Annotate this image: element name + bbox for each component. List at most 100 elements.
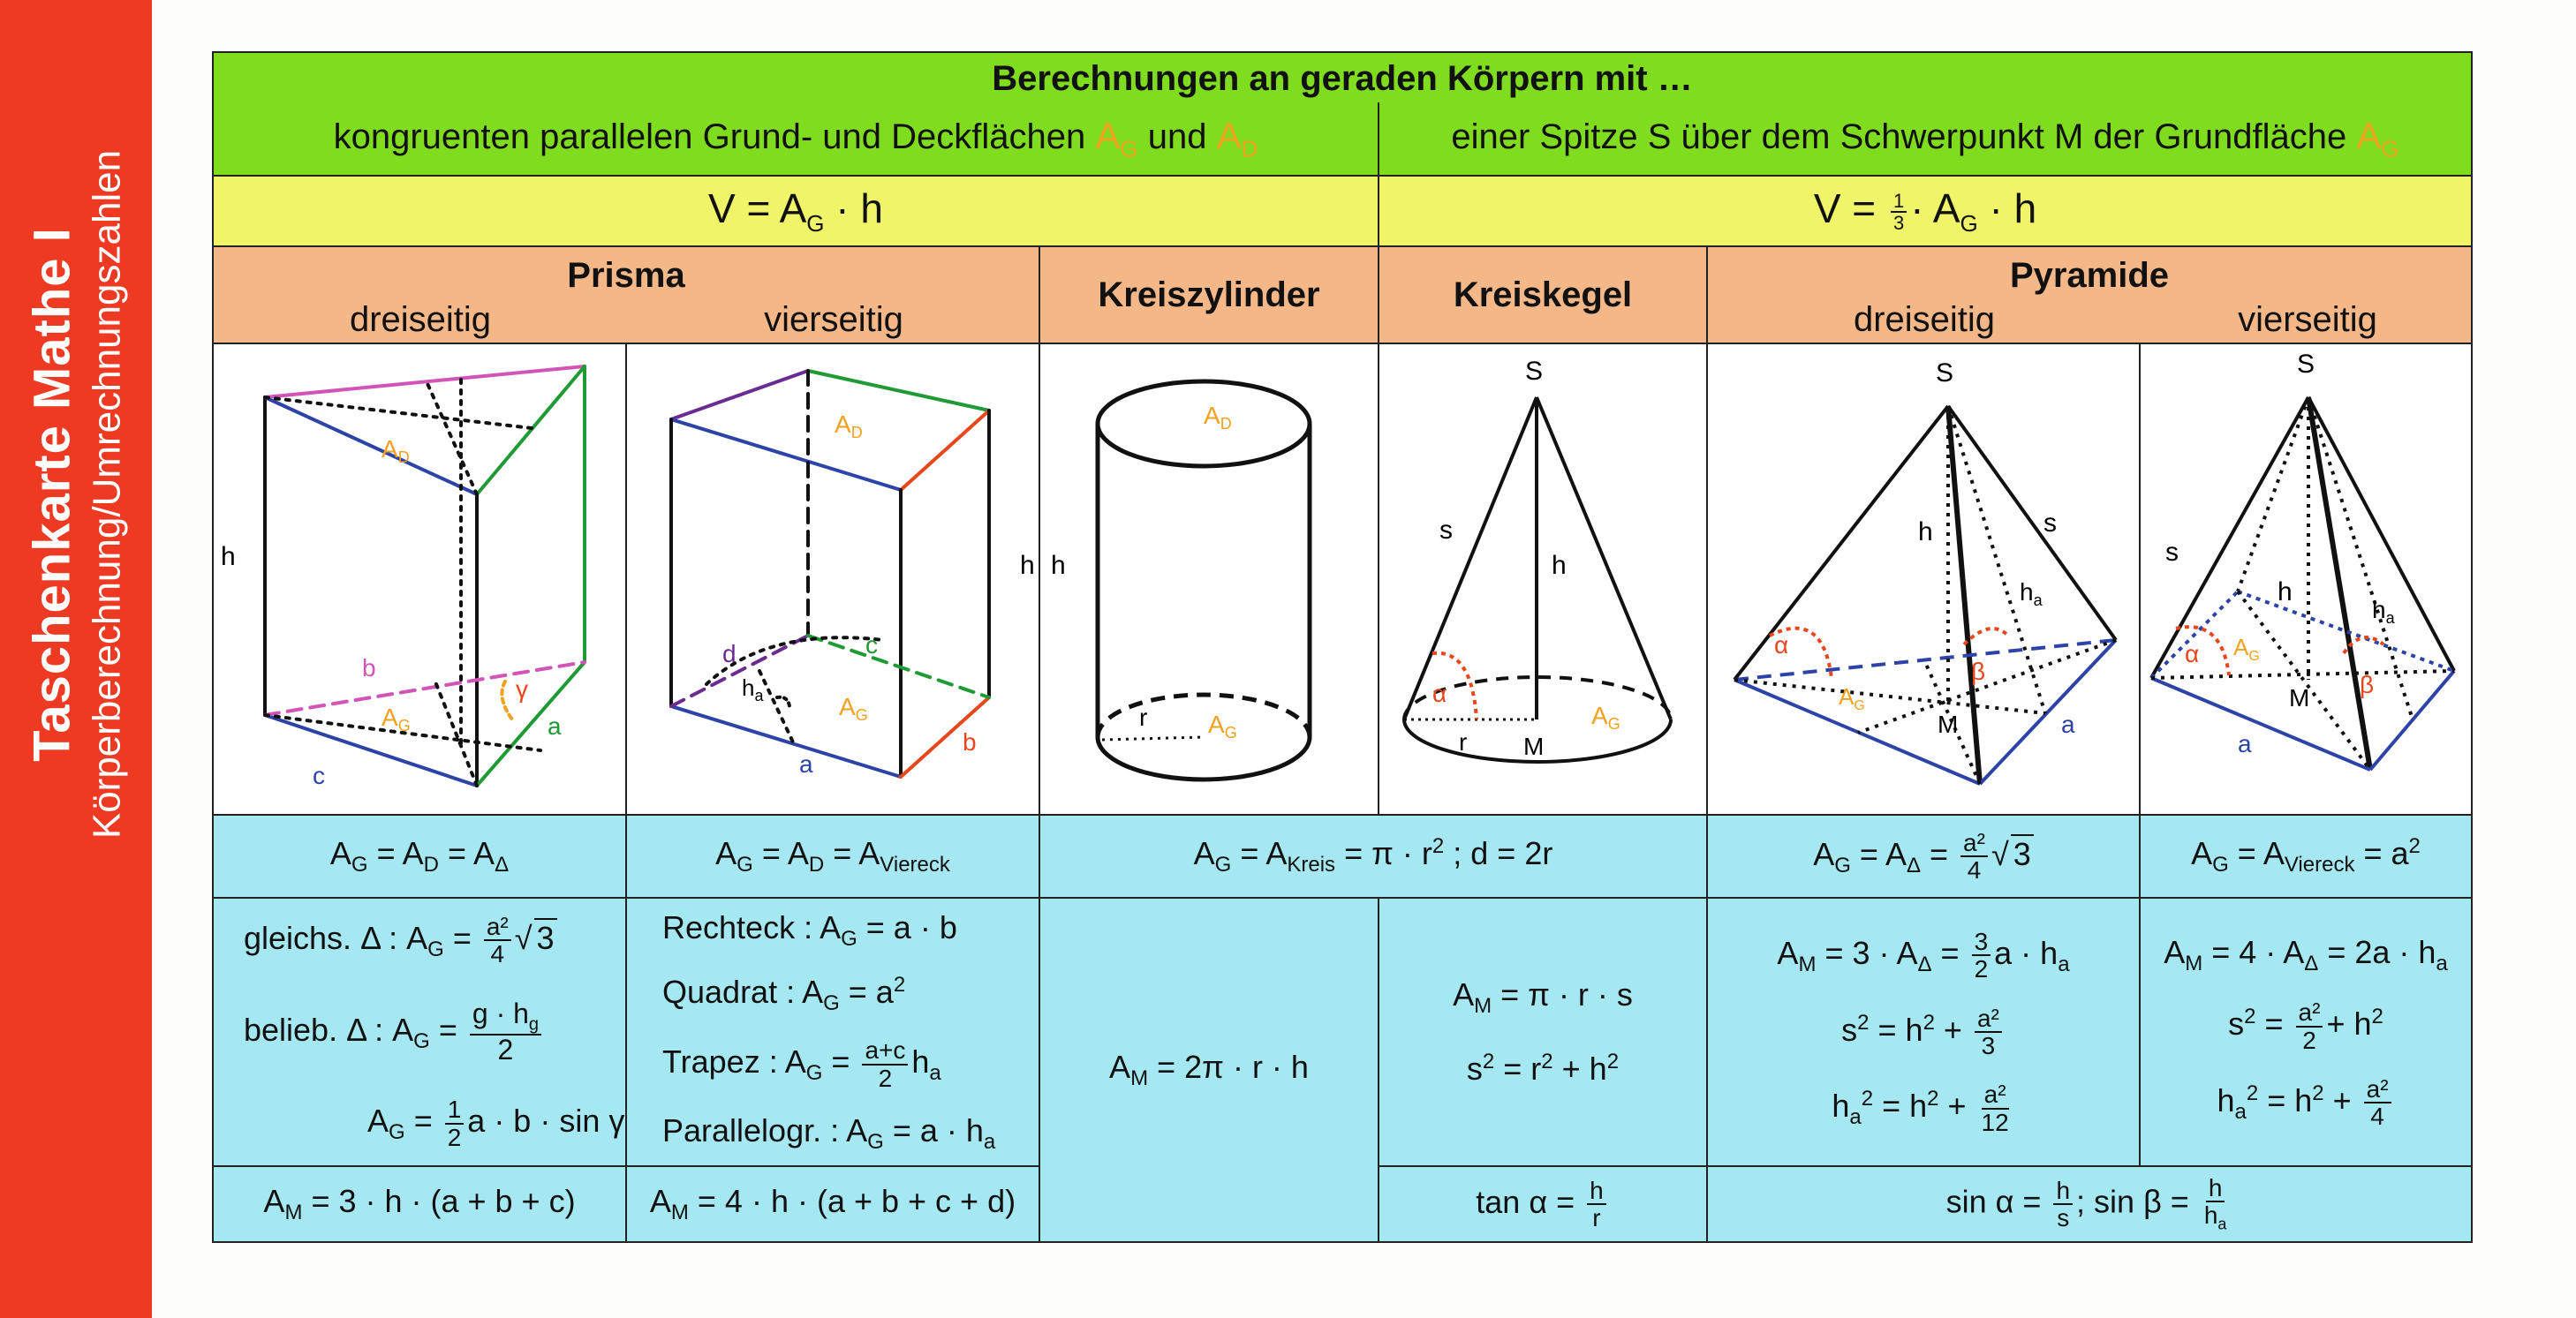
label-b: b bbox=[362, 654, 376, 682]
category-prisma-4: vierseitig bbox=[764, 300, 903, 339]
formulas-zylinder: AM = 2π · r · h bbox=[1039, 897, 1379, 1243]
category-prisma: Prisma dreiseitig vierseitig bbox=[212, 245, 1040, 344]
label-h: h bbox=[1051, 551, 1066, 580]
label-beta: β bbox=[1971, 658, 1985, 685]
label-r: r bbox=[1139, 704, 1147, 731]
label-s: s bbox=[2165, 538, 2179, 567]
header-and: und bbox=[1147, 117, 1207, 156]
svg-text:ha: ha bbox=[2020, 578, 2043, 609]
category-pyramide: Pyramide dreiseitig vierseitig bbox=[1706, 245, 2473, 344]
svg-text:AG: AG bbox=[1591, 702, 1620, 733]
header-right-text: einer Spitze S über dem Schwerpunkt M de… bbox=[1451, 117, 2347, 156]
bottom-prisma-4: AM = 4 · h · (a + b + c + d) bbox=[625, 1165, 1040, 1243]
label-a: a bbox=[2061, 711, 2075, 738]
ad-label: A bbox=[1216, 114, 1242, 156]
category-kegel-title: Kreiskegel bbox=[1453, 275, 1633, 314]
label-M: M bbox=[1938, 711, 1958, 738]
figure-pyramide-3: S h s ha α β AG M a bbox=[1706, 343, 2141, 816]
label-S: S bbox=[2297, 350, 2315, 379]
formulas-kegel: AM = π · r · s s2 = r2 + h2 bbox=[1378, 897, 1708, 1167]
figure-pyramide-4: S s h ha α β AG M a bbox=[2139, 343, 2473, 816]
ad-sub: D bbox=[1241, 135, 1258, 162]
formula-pyr4-am: AM = 4 · AΔ = 2a · ha bbox=[2164, 934, 2448, 976]
base-area-pyramide-4: AG = AViereck = a2 bbox=[2139, 814, 2473, 899]
label-a: a bbox=[548, 712, 562, 740]
label-s: s bbox=[2043, 508, 2057, 538]
category-prisma-3: dreiseitig bbox=[349, 300, 492, 339]
label-S: S bbox=[1936, 358, 1953, 388]
formula-quadrat: Quadrat : AG = a2 bbox=[662, 973, 906, 1016]
volume-prism-cell: V = AG · h bbox=[212, 175, 1379, 247]
svg-text:ha: ha bbox=[742, 674, 764, 704]
side-strip-text: Taschenkarte Mathe I Körperberechnung/Um… bbox=[23, 150, 130, 839]
card-title: Taschenkarte Mathe I bbox=[23, 227, 81, 762]
ag-sub: G bbox=[1120, 135, 1138, 162]
formulas-prisma-4: Rechteck : AG = a · b Quadrat : AG = a2 … bbox=[625, 897, 1040, 1167]
svg-text:AG: AG bbox=[1208, 711, 1237, 742]
figure-prisma-3: h AD AG b c a γ bbox=[212, 343, 627, 816]
label-a: a bbox=[2238, 730, 2252, 757]
formula-parallelogr: Parallelogr. : AG = a · ha bbox=[662, 1111, 996, 1155]
ag-label: A bbox=[1095, 114, 1121, 156]
formula-prisma-4-am: AM = 4 · h · (a + b + c + d) bbox=[649, 1182, 1016, 1225]
label-alpha: α bbox=[1432, 680, 1447, 707]
category-prisma-title: Prisma bbox=[567, 256, 685, 295]
base-area-kreis-formula: AG = AKreis = π · r2 ; d = 2r bbox=[1193, 834, 1553, 877]
formula-kegel-s2: s2 = r2 + h2 bbox=[1466, 1049, 1620, 1087]
svg-text:AG: AG bbox=[1839, 683, 1865, 713]
label-r: r bbox=[1459, 728, 1467, 756]
figure-prisma-4: h AD AG d c ha a b bbox=[625, 343, 1040, 816]
formula-rechteck: Rechteck : AG = a · b bbox=[662, 908, 957, 952]
label-h: h bbox=[1918, 517, 1933, 546]
category-pyramide-title: Pyramide bbox=[2009, 256, 2170, 295]
label-M: M bbox=[2289, 684, 2309, 712]
header-left-cell: kongruenten parallelen Grund- und Deckfl… bbox=[212, 102, 1379, 177]
label-alpha: α bbox=[1774, 631, 1788, 659]
label-d: d bbox=[722, 640, 737, 667]
label-alpha: α bbox=[2185, 640, 2199, 667]
svg-text:AG: AG bbox=[839, 693, 868, 724]
category-pyramide-4: vierseitig bbox=[2238, 300, 2377, 339]
label-beta: β bbox=[2360, 671, 2374, 698]
volume-prism-formula: V = AG · h bbox=[708, 185, 883, 237]
label-S: S bbox=[1525, 357, 1543, 386]
label-M: M bbox=[1523, 733, 1544, 760]
base-area-zylinder-kegel: AG = AKreis = π · r2 ; d = 2r bbox=[1039, 814, 1708, 899]
base-area-prisma-3-formula: AG = AD = AΔ bbox=[329, 834, 510, 877]
formula-zylinder-am: AM = 2π · r · h bbox=[1109, 1048, 1309, 1091]
base-area-pyramide-4-formula: AG = AViereck = a2 bbox=[2191, 834, 2421, 877]
base-area-prisma-4: AG = AD = AViereck bbox=[625, 814, 1040, 899]
label-b: b bbox=[963, 728, 977, 756]
formula-prisma-3-am: AM = 3 · h · (a + b + c) bbox=[263, 1182, 576, 1225]
header-title: Berechnungen an geraden Körpern mit … bbox=[992, 58, 1693, 98]
category-pyramide-3: dreiseitig bbox=[1853, 300, 1996, 339]
formula-table: Berechnungen an geraden Körpern mit … ko… bbox=[212, 51, 2473, 1243]
header-right-cell: einer Spitze S über dem Schwerpunkt M de… bbox=[1378, 102, 2473, 177]
bottom-prisma-3: AM = 3 · h · (a + b + c) bbox=[212, 1165, 627, 1243]
category-zylinder: Kreiszylinder bbox=[1039, 245, 1379, 344]
label-h: h bbox=[221, 542, 236, 571]
ag-label: A bbox=[2356, 114, 2382, 156]
svg-text:AD: AD bbox=[1204, 402, 1232, 433]
base-area-prisma-3: AG = AD = AΔ bbox=[212, 814, 627, 899]
category-kegel: Kreiskegel bbox=[1378, 245, 1708, 344]
label-s: s bbox=[1439, 516, 1453, 545]
svg-text:AD: AD bbox=[835, 410, 863, 441]
label-h: h bbox=[1020, 551, 1035, 580]
